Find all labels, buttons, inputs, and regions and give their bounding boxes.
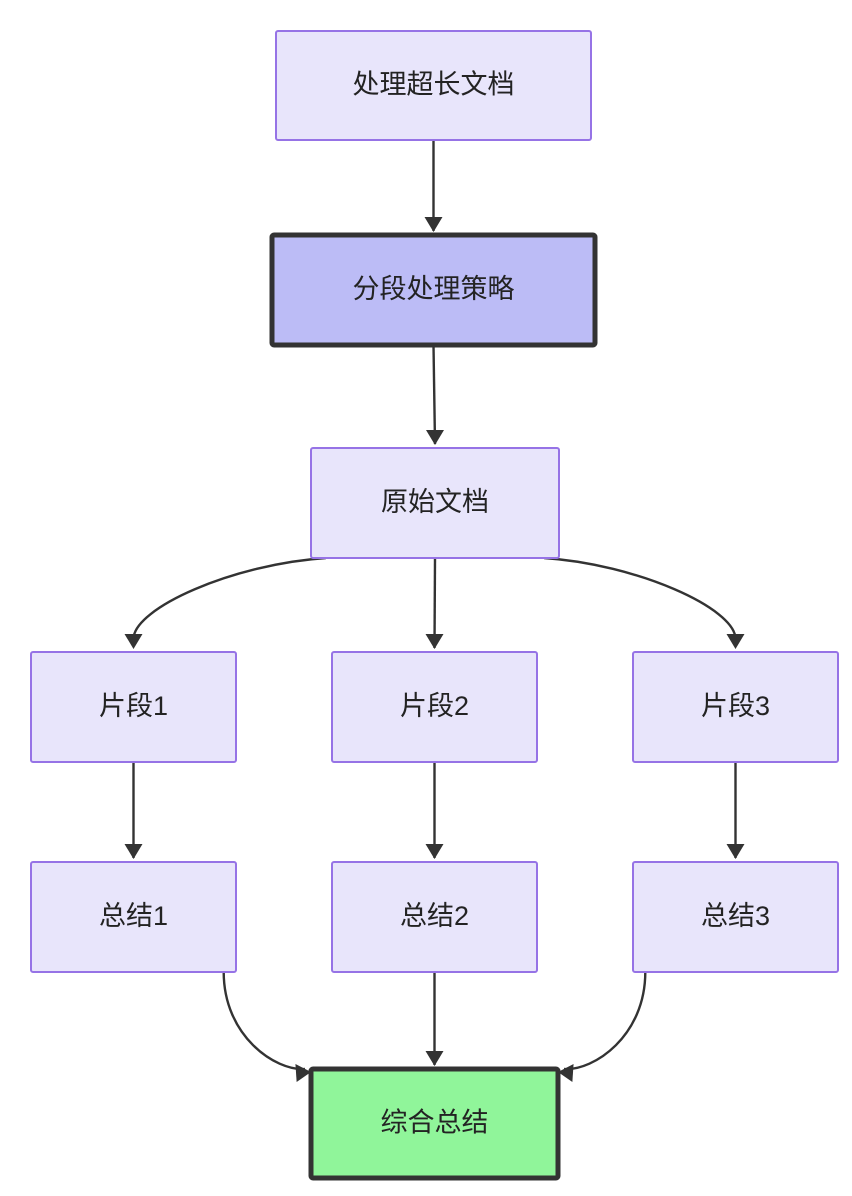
edge-line <box>132 556 326 640</box>
node-label: 总结1 <box>99 901 168 931</box>
node-box[interactable] <box>30 651 237 763</box>
edge-line <box>222 971 306 1071</box>
node-summary-3[interactable]: 总结3 <box>632 861 839 973</box>
node-box[interactable] <box>308 1066 561 1181</box>
node-box[interactable] <box>30 861 237 973</box>
node-box[interactable] <box>331 651 538 763</box>
node-chunk-3[interactable]: 片段3 <box>632 651 839 763</box>
edge-source-doc-to-chunk-2 <box>433 557 437 649</box>
arrow-head <box>124 634 143 649</box>
node-chunk-1[interactable]: 片段1 <box>30 651 237 763</box>
edge-summary-1-to-final-summary <box>222 971 306 1071</box>
edge-summary-3-to-final-summary <box>563 971 647 1071</box>
edge-strategy-to-source-doc <box>432 344 437 445</box>
node-doc-task[interactable]: 处理超长文档 <box>275 30 592 141</box>
edge-layer <box>124 140 745 1082</box>
arrow-head <box>425 844 444 859</box>
node-label: 综合总结 <box>381 1108 489 1138</box>
edge-source-doc-to-chunk-1 <box>132 556 326 640</box>
node-label: 片段2 <box>400 691 469 721</box>
arrow-head <box>726 634 745 649</box>
edge-line <box>432 344 437 445</box>
node-label: 原始文档 <box>381 487 489 517</box>
arrow-head <box>425 634 444 649</box>
node-summary-2[interactable]: 总结2 <box>331 861 538 973</box>
arrow-head <box>426 430 444 445</box>
node-box[interactable] <box>331 861 538 973</box>
node-label: 处理超长文档 <box>353 70 515 100</box>
arrow-head <box>726 844 745 859</box>
node-strategy[interactable]: 分段处理策略 <box>269 232 598 348</box>
edge-line <box>544 556 737 640</box>
node-summary-1[interactable]: 总结1 <box>30 861 237 973</box>
node-label: 总结2 <box>400 901 469 931</box>
arrow-head <box>124 844 143 859</box>
node-label: 片段3 <box>701 691 770 721</box>
arrow-head <box>425 1051 444 1066</box>
node-box[interactable] <box>310 447 560 559</box>
node-label: 分段处理策略 <box>353 274 515 304</box>
arrow-head <box>424 217 443 232</box>
edge-source-doc-to-chunk-3 <box>544 556 737 640</box>
node-box[interactable] <box>269 232 598 348</box>
node-label: 总结3 <box>701 901 770 931</box>
node-box[interactable] <box>275 30 592 141</box>
node-source-doc[interactable]: 原始文档 <box>310 447 560 559</box>
node-final-summary[interactable]: 综合总结 <box>308 1066 561 1181</box>
edge-line <box>433 557 437 649</box>
node-label: 片段1 <box>99 691 168 721</box>
edge-line <box>563 971 647 1071</box>
node-box[interactable] <box>632 651 839 763</box>
node-box[interactable] <box>632 861 839 973</box>
node-chunk-2[interactable]: 片段2 <box>331 651 538 763</box>
